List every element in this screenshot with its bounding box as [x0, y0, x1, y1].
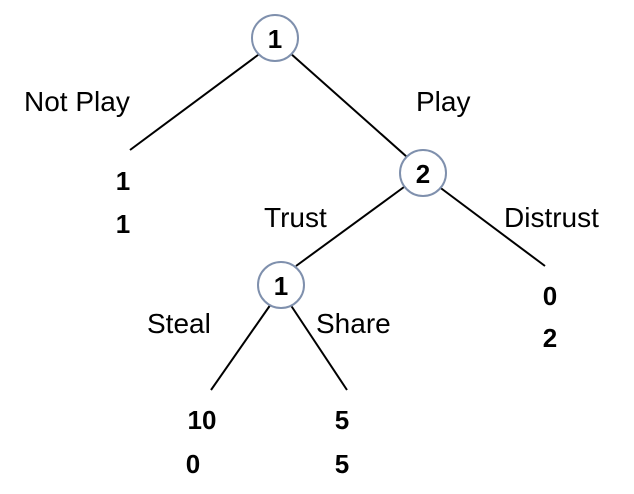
decision-node-second: 2 [399, 149, 447, 197]
payoff-distrust: 0 2 [543, 281, 557, 353]
edge-trust [295, 186, 405, 267]
action-label-not-play: Not Play [24, 86, 130, 117]
payoff-distrust-player2: 2 [543, 323, 557, 353]
edge-share [289, 303, 348, 391]
payoff-not-play-player1: 1 [116, 166, 130, 196]
payoff-distrust-player1: 0 [543, 281, 557, 311]
edge-play [289, 52, 408, 158]
decision-node-root: 1 [251, 14, 299, 62]
node-player-third: 1 [274, 271, 288, 301]
payoff-steal-player1: 10 [188, 405, 217, 435]
action-label-distrust: Distrust [504, 202, 599, 233]
action-label-steal: Steal [147, 308, 211, 339]
payoff-not-play-player2: 1 [116, 209, 130, 239]
payoff-not-play: 1 1 [116, 166, 130, 239]
payoff-steal: 10 0 [186, 405, 217, 479]
node-circle-second [399, 149, 447, 197]
action-label-play: Play [416, 86, 470, 117]
payoff-share: 5 5 [335, 405, 349, 479]
node-player-root: 1 [268, 24, 282, 54]
payoff-steal-player2: 0 [186, 449, 200, 479]
edge-steal [210, 303, 272, 391]
edge-distrust [437, 185, 546, 267]
decision-node-third: 1 [257, 261, 305, 309]
payoff-share-player1: 5 [335, 405, 349, 435]
payoff-share-player2: 5 [335, 449, 349, 479]
node-circle-third [257, 261, 305, 309]
action-label-trust: Trust [264, 202, 327, 233]
node-circle-root [251, 14, 299, 62]
action-label-share: Share [316, 308, 391, 339]
edge-not-play [129, 51, 263, 151]
node-player-second: 2 [416, 159, 430, 189]
